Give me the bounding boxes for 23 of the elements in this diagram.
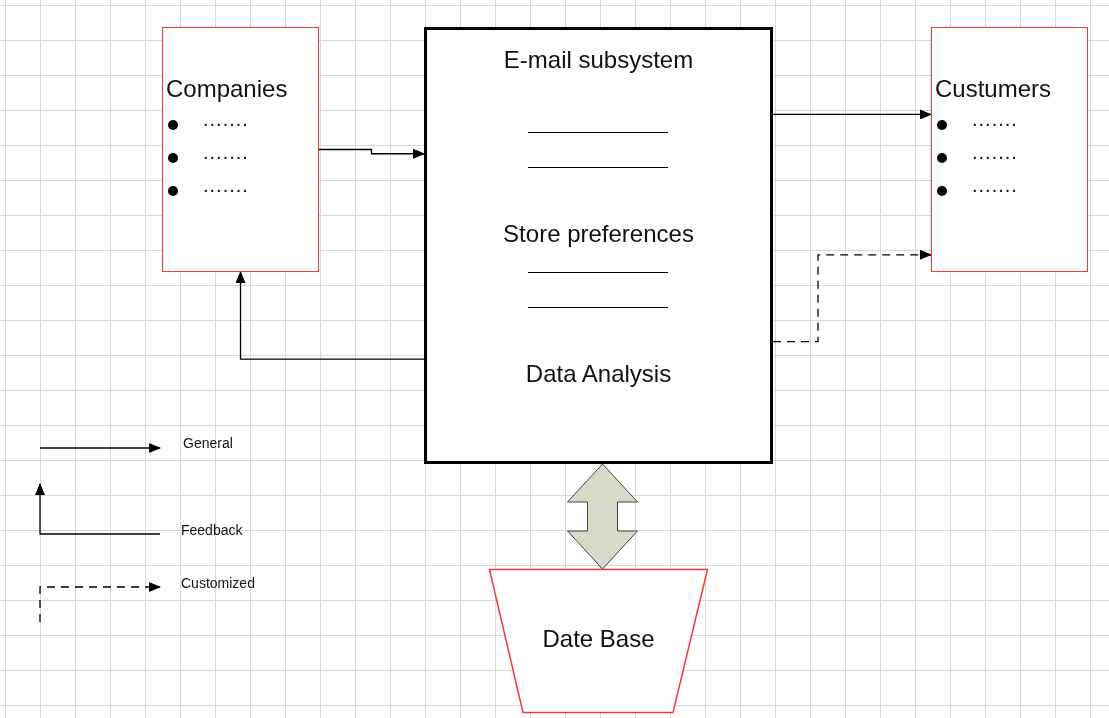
box-title: Companies <box>166 75 288 103</box>
connector-arrow <box>235 271 425 360</box>
legend-label: Feedback <box>181 522 243 538</box>
connector-arrow <box>772 109 932 120</box>
connector-arrow <box>772 249 932 343</box>
legend-label: General <box>183 435 233 451</box>
placeholder-text: ....... <box>972 174 1018 197</box>
legend-label: Customized <box>181 575 255 591</box>
entity-box <box>162 27 319 272</box>
system-box <box>424 27 773 464</box>
placeholder-text: ....... <box>972 141 1018 164</box>
section-title: Data Analysis <box>524 359 673 389</box>
placeholder-text: ....... <box>203 174 249 197</box>
connector-arrow <box>318 148 425 159</box>
placeholder-text: ....... <box>972 108 1018 131</box>
section-title: Store preferences <box>502 219 695 249</box>
box-title: Custumers <box>935 75 1052 103</box>
section-title: E-mail subsystem <box>502 45 695 75</box>
double-block-arrow <box>567 463 638 570</box>
placeholder-text: ....... <box>203 108 249 131</box>
entity-box <box>931 27 1088 272</box>
placeholder-text: ....... <box>203 141 249 164</box>
database-label: Date Base <box>541 625 656 653</box>
